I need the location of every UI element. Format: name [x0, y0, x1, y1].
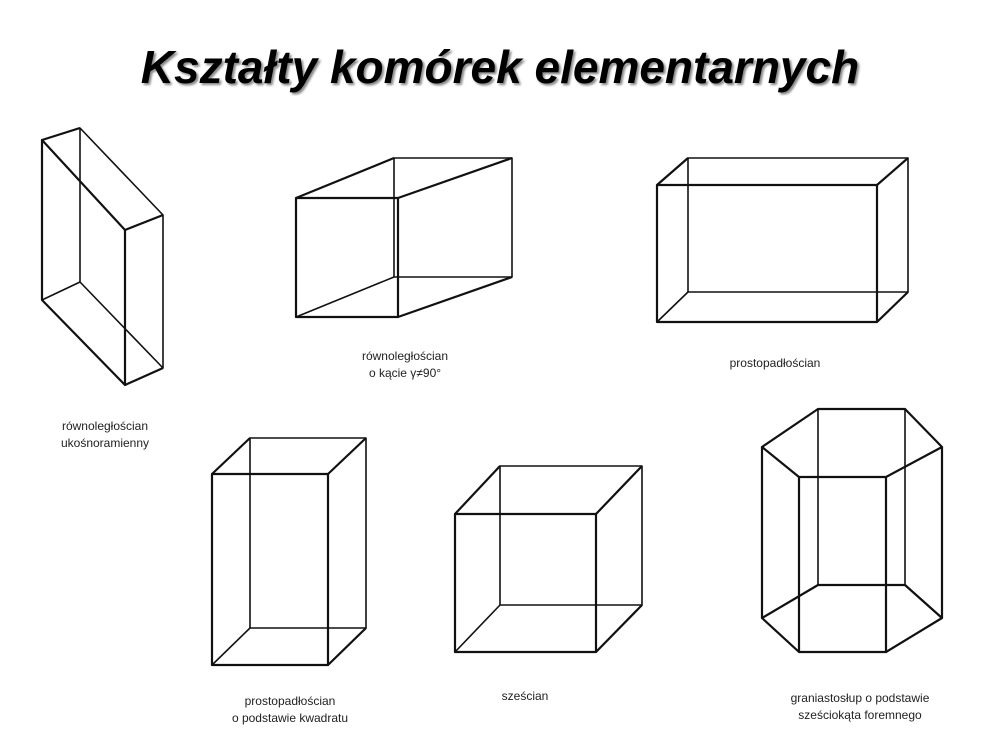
caption-hexagonal: graniastosłup o podstawie sześciokąta fo…	[790, 691, 930, 722]
tetragonal-cell-shape	[210, 437, 367, 667]
caption-orthorhombic: prostopadłościan	[729, 356, 821, 370]
monoclinic-cell-shape	[294, 156, 513, 319]
page-title: Kształty komórek elementarnych	[140, 41, 860, 93]
hexagonal-cell-shape	[760, 407, 944, 654]
caption-cubic: sześcian	[501, 689, 549, 703]
cubic-cell-shape	[453, 465, 643, 654]
caption-triclinic: równoległościan ukośnoramienny	[60, 419, 150, 450]
caption-monoclinic: równoległościan o kącie γ≠90°	[361, 349, 449, 380]
triclinic-cell-shape	[40, 126, 164, 387]
caption-tetragonal: prostopadłościan o podstawie kwadratu	[231, 694, 349, 725]
orthorhombic-cell-shape	[655, 157, 909, 324]
